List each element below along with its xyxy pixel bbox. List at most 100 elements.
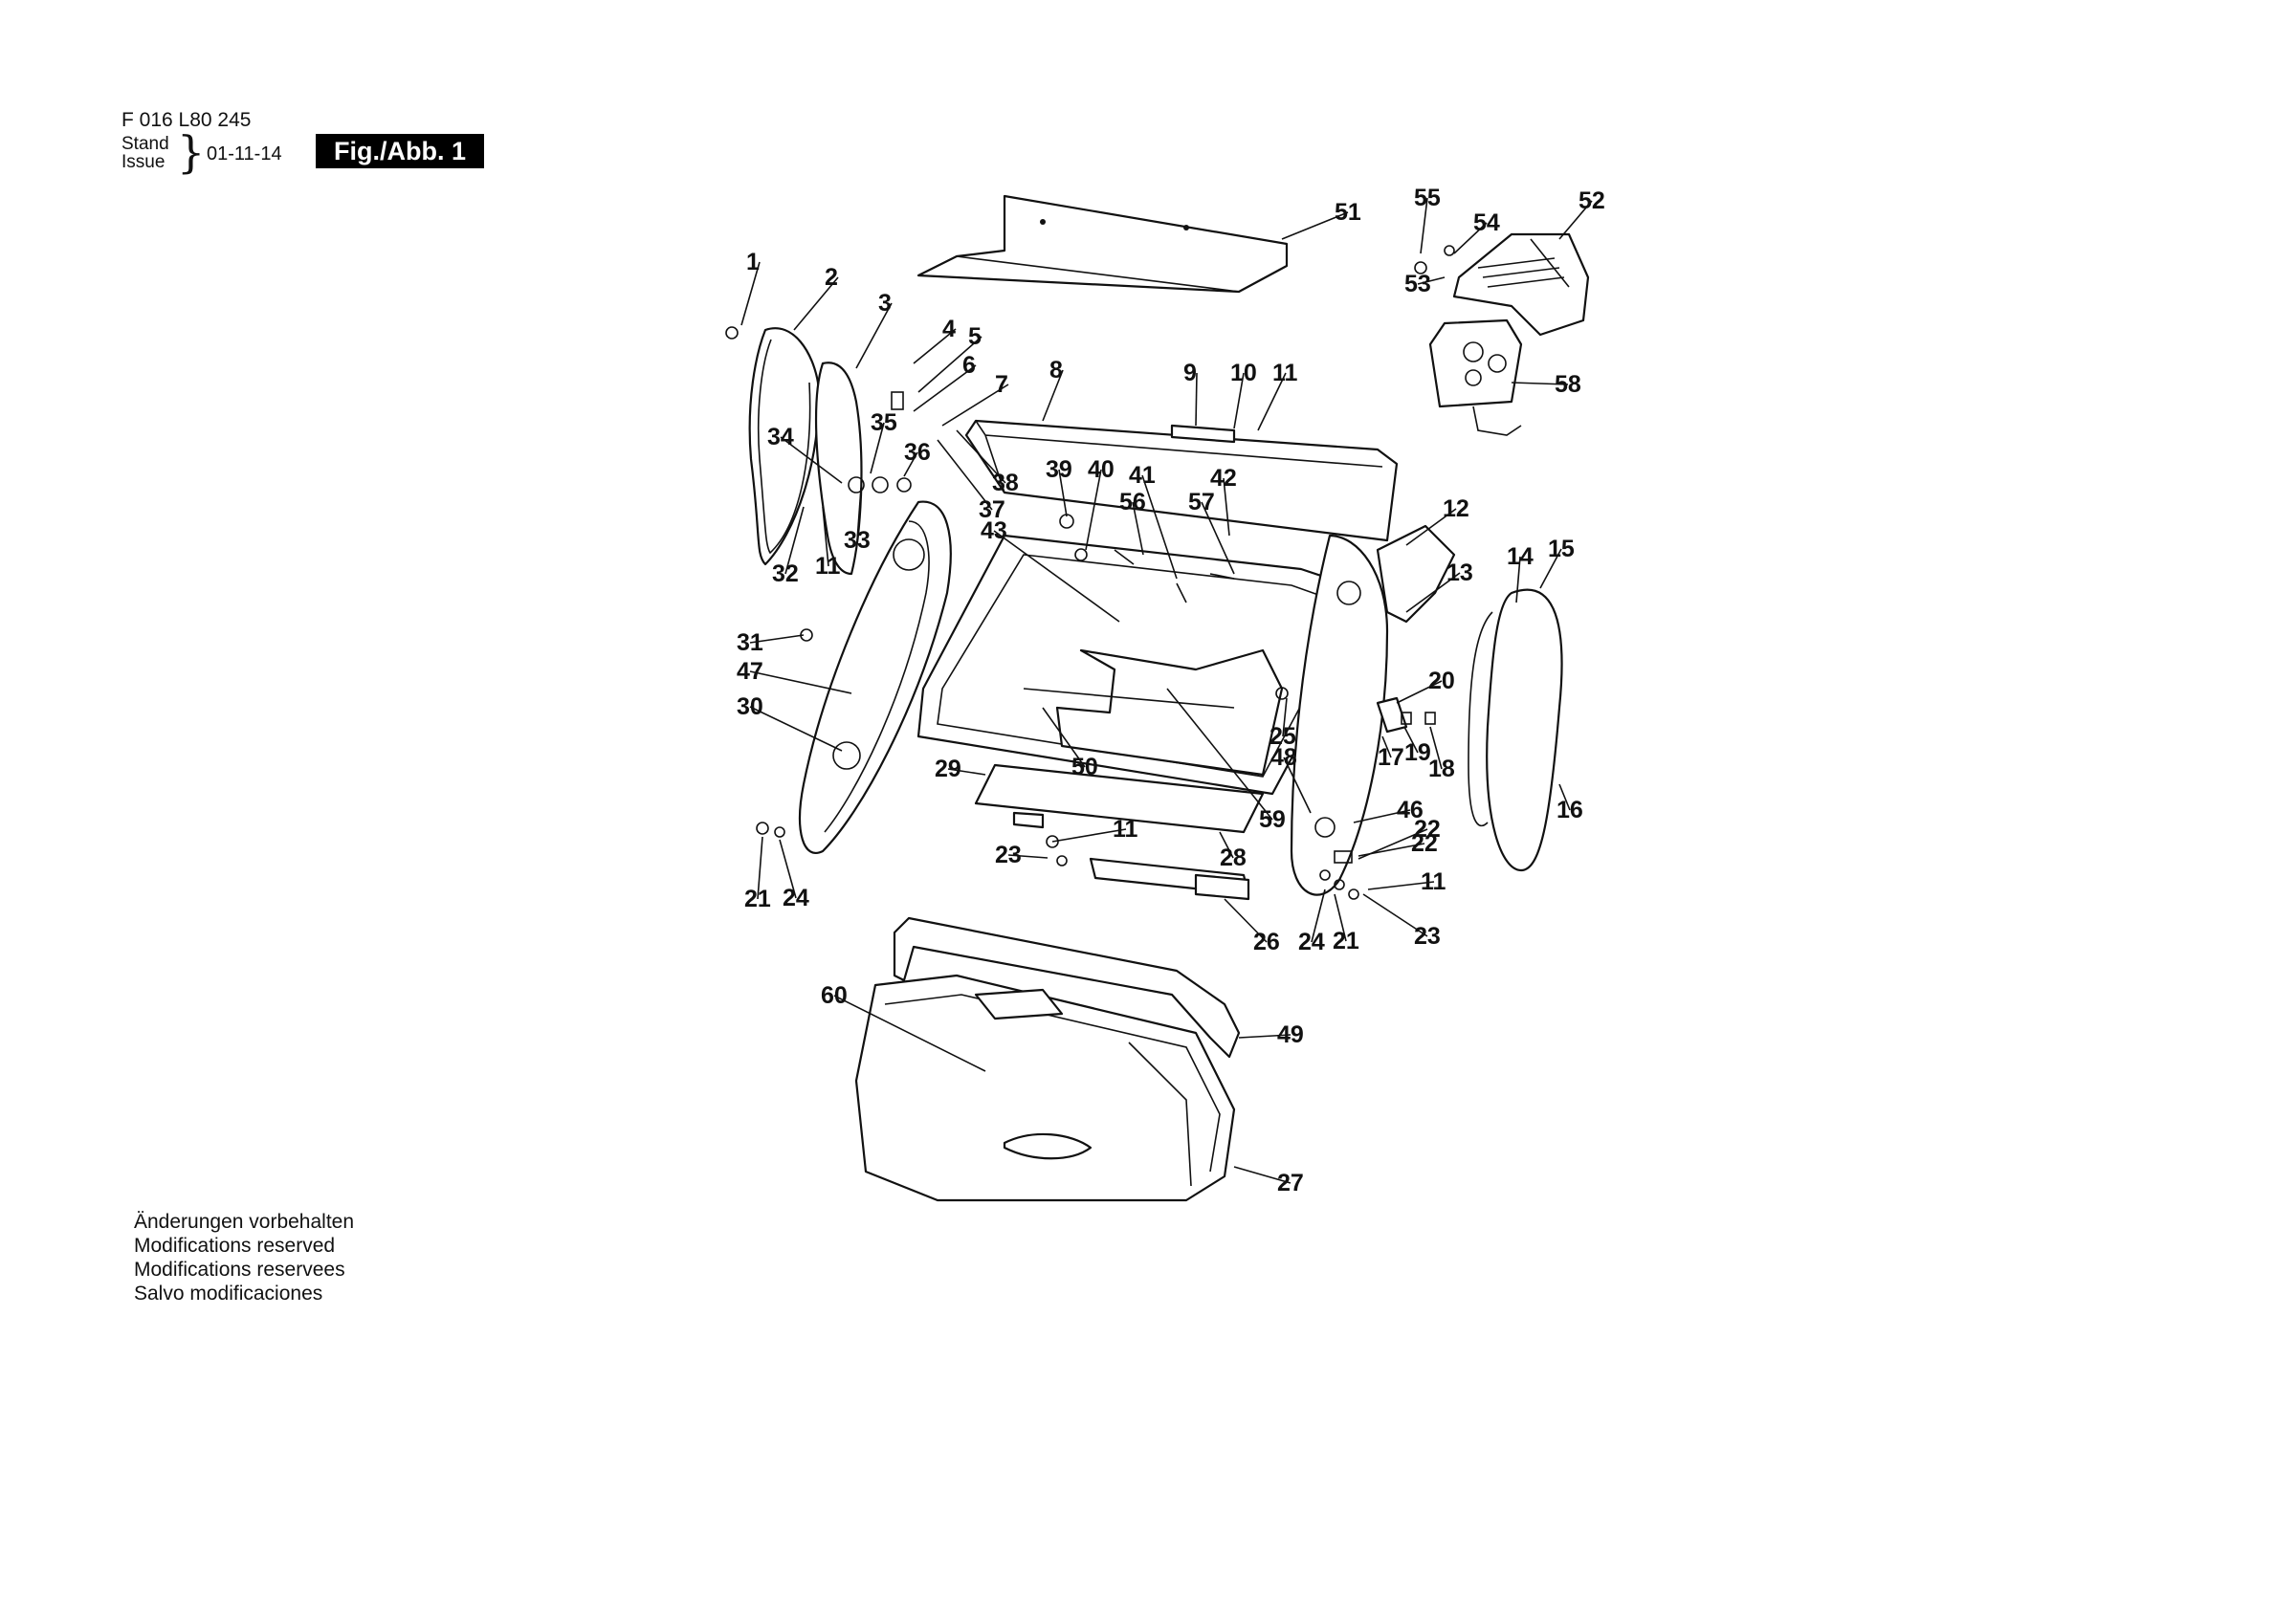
part-label: 53 — [1404, 271, 1431, 297]
part-label: 7 — [995, 371, 1008, 398]
part-8-top-bar — [964, 419, 1399, 542]
leader-line — [780, 436, 843, 484]
leader-line — [1282, 697, 1288, 737]
part-label: 56 — [1119, 489, 1146, 515]
part-label: 42 — [1210, 465, 1237, 492]
leader-line — [1201, 501, 1235, 575]
figure-badge: Fig./Abb. 1 — [316, 134, 484, 168]
part-label: 14 — [1507, 543, 1534, 570]
part-label: 29 — [935, 756, 961, 782]
part-label: 26 — [1253, 929, 1280, 955]
leader-line — [1058, 469, 1068, 517]
part-label: 33 — [844, 527, 871, 554]
part-label: 39 — [1046, 456, 1072, 483]
note-de: Änderungen vorbehalten — [134, 1211, 355, 1233]
part-label: 31 — [737, 629, 763, 656]
leader-line — [793, 276, 839, 331]
leader-line — [749, 634, 805, 644]
leader-line — [822, 506, 829, 567]
leader-line — [1042, 707, 1086, 768]
note-en: Modifications reserved — [134, 1235, 336, 1257]
leader-line — [1358, 843, 1425, 857]
part-label: 37 — [979, 496, 1005, 523]
part-label: 41 — [1129, 462, 1156, 489]
leader-line — [1223, 477, 1230, 537]
leader-line — [1511, 382, 1569, 385]
part-label: 18 — [1428, 756, 1455, 782]
leader-line — [1051, 828, 1127, 843]
leader-line — [903, 451, 918, 477]
leader-line — [1042, 369, 1064, 422]
leader-line — [779, 839, 797, 899]
leader-line — [1007, 854, 1049, 859]
issue-label: Issue — [121, 152, 166, 172]
part-label: 11 — [815, 553, 841, 580]
part-label: 5 — [968, 323, 982, 350]
part-label: 21 — [1333, 928, 1359, 954]
part-label: 50 — [1071, 754, 1098, 780]
part-58-motor — [1428, 318, 1523, 436]
part-label: 47 — [737, 658, 763, 685]
document-number: F 016 L80 245 — [121, 109, 252, 131]
part-label: 54 — [1473, 209, 1500, 236]
leader-line — [1085, 469, 1102, 551]
part-label: 1 — [746, 249, 760, 275]
leader-line — [1396, 680, 1443, 704]
leader-line — [749, 670, 852, 694]
part-52-motor-cover — [1452, 232, 1590, 337]
leader-line — [784, 506, 805, 575]
part-label: 2 — [825, 264, 838, 291]
part-label: 51 — [1335, 199, 1361, 226]
leader-line — [1417, 276, 1446, 285]
leader-line — [1429, 726, 1443, 770]
leader-line — [855, 302, 893, 369]
leader-line — [1233, 1166, 1292, 1184]
leader-line — [856, 487, 862, 541]
leader-line — [870, 422, 885, 474]
leader-line — [1281, 211, 1349, 240]
leader-line — [1334, 893, 1347, 942]
part-label: 48 — [1270, 744, 1297, 771]
leader-line — [1257, 372, 1287, 431]
part-label: 60 — [821, 982, 848, 1009]
leader-line — [757, 836, 763, 900]
brace-icon: } — [177, 126, 206, 178]
part-label: 16 — [1556, 797, 1583, 823]
leader-line — [937, 439, 993, 511]
part-51-shelf — [916, 194, 1289, 294]
note-es: Salvo modificaciones — [134, 1283, 323, 1305]
leader-line — [1353, 809, 1411, 823]
stand-label: Stand — [121, 134, 169, 154]
issue-date: 01-11-14 — [207, 143, 282, 164]
note-fr: Modifications reservees — [134, 1259, 345, 1281]
leader-line — [1420, 197, 1428, 254]
leader-line — [833, 995, 986, 1072]
small-parts — [725, 245, 1455, 900]
part-14-15-right-cover — [1468, 588, 1563, 872]
part-label: 59 — [1259, 806, 1286, 833]
part-label: 17 — [1378, 744, 1404, 771]
leader-line — [941, 384, 1009, 427]
part-label: 36 — [904, 439, 931, 466]
leader-line — [917, 336, 982, 393]
part-label: 21 — [744, 886, 771, 912]
part-43-59-housing — [916, 534, 1360, 796]
leader-line — [1141, 474, 1178, 580]
part-label: 30 — [737, 693, 763, 720]
leader-line — [749, 706, 843, 752]
part-label: 28 — [1220, 844, 1247, 871]
leader-line — [1233, 372, 1245, 429]
modification-notes: Änderungen vorbehalten Modifications res… — [134, 1210, 354, 1305]
part-28-29-bar — [974, 763, 1265, 834]
part-label: 23 — [995, 842, 1022, 868]
part-label: 8 — [1049, 357, 1063, 384]
part-label: 22 — [1411, 830, 1438, 857]
part-label: 9 — [1183, 360, 1197, 386]
leader-line — [1195, 372, 1198, 427]
leader-line — [1219, 831, 1234, 859]
leader-line — [956, 429, 1006, 484]
leader-line — [1224, 898, 1268, 943]
part-label: 49 — [1277, 1021, 1304, 1048]
